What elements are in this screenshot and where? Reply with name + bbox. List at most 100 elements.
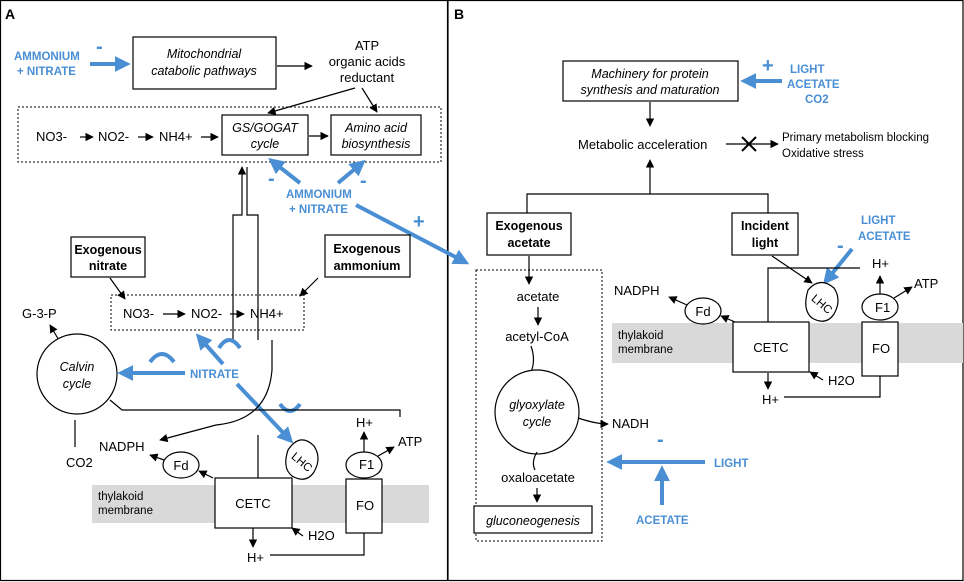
plus-acetate: +	[413, 211, 425, 233]
cetc-b-top-line	[767, 267, 860, 322]
minus-lhc: -	[837, 235, 844, 257]
mito-line2: catabolic pathways	[151, 64, 257, 78]
gsgogat-line1: GS/GOGAT	[232, 121, 299, 135]
exo-acetate-box	[486, 212, 572, 256]
co2-blue-label: CO2	[805, 94, 829, 106]
acetate-label: ACETATE	[787, 79, 840, 91]
exo-ammonium-arrow	[299, 277, 319, 297]
aa-line1: Amino acid	[344, 121, 408, 135]
exo-ammonium-line2: ammonium	[334, 259, 401, 273]
fo-box	[345, 478, 383, 534]
calvin-cycle	[36, 333, 118, 415]
thylakoid-line1: thylakoid	[98, 491, 143, 503]
f1-atp-arrow	[377, 446, 395, 457]
h-b-top-label: H+	[872, 256, 889, 271]
light-label-3: LIGHT	[714, 458, 749, 470]
chloroplast-box	[110, 294, 305, 331]
acetate-path-box	[475, 269, 603, 542]
cross-mark	[741, 136, 757, 152]
co2-label: CO2	[66, 455, 93, 470]
glyox-nadh-arrow	[577, 417, 609, 429]
fd-nadph-arrow	[149, 453, 165, 462]
amino-acid-box	[330, 114, 422, 156]
h2o-label: H2O	[308, 528, 335, 543]
atp-output: ATP	[355, 38, 379, 53]
exo-ammonium-box	[324, 234, 411, 278]
cetc-label: CETC	[235, 496, 270, 511]
nitrate-sign-3	[278, 402, 302, 413]
nh4-label-2: NH4+	[250, 306, 284, 321]
inhibit-gs-arrow	[268, 158, 302, 185]
cetc-box	[214, 477, 293, 529]
fd-b-label: Fd	[695, 304, 710, 319]
nitrate-sign-2	[217, 338, 242, 350]
panel-b-frame	[447, 0, 964, 582]
glyox-line1: glyoxylate	[509, 398, 565, 412]
oxaloacetate-node: oxaloacetate	[501, 470, 575, 485]
nh4-pipe-2	[246, 167, 259, 340]
metabolic-acceleration: Metabolic acceleration	[578, 137, 707, 152]
panel-a-label: A	[5, 6, 15, 22]
nh4-pipe-1	[232, 166, 247, 340]
nitrate-lhc-arrow	[235, 382, 294, 444]
h-top-label: H+	[356, 415, 373, 430]
ammonium-label: AMMONIUM	[14, 51, 80, 63]
nitrate-label: NITRATE	[190, 369, 239, 381]
fd-b-nadph-arrow	[668, 296, 688, 306]
thylakoid-b-line1: thylakoid	[618, 330, 663, 342]
panel-a: A AMMONIUM + NITRATE - Mitochondrial cat…	[5, 6, 470, 565]
exo-ammonium-line1: Exogenous	[333, 242, 400, 256]
acetate-node: acetate	[517, 289, 560, 304]
f1-b-label: F1	[875, 300, 890, 315]
atp-b-label: ATP	[914, 276, 938, 291]
nh4-label: NH4+	[159, 129, 193, 144]
minus-sign: -	[96, 36, 103, 58]
glyox-line2: cycle	[523, 415, 552, 429]
no3-label: NO3-	[36, 129, 67, 144]
acetylcoa-to-cycle	[530, 345, 535, 373]
cycle-to-oxalo	[532, 451, 538, 471]
fd-label: Fd	[173, 458, 188, 473]
mito-line1: Mitochondrial	[167, 47, 243, 61]
fo-label: FO	[356, 498, 374, 513]
h-to-fo-line	[270, 533, 365, 556]
energy-line	[109, 399, 401, 417]
h-b-bottom-label: H+	[762, 392, 779, 407]
stimulate-acetate-arrow	[355, 203, 470, 265]
calvin-line1: Calvin	[60, 360, 95, 374]
machinery-box	[562, 60, 739, 102]
nadph-label: NADPH	[99, 439, 145, 454]
plus-nitrate-label-2: + NITRATE	[289, 204, 348, 216]
lhc-node	[285, 439, 319, 480]
plus-nitrate-label: + NITRATE	[17, 66, 76, 78]
machinery-line1: Machinery for protein	[591, 67, 708, 81]
no2-label: NO2-	[98, 129, 129, 144]
panel-b-label: B	[454, 6, 464, 22]
no3-label-2: NO3-	[123, 306, 154, 321]
reductant-output: reductant	[340, 70, 395, 85]
aa-line2: biosynthesis	[342, 137, 411, 151]
cetc-b-label: CETC	[753, 340, 788, 355]
machinery-plus: +	[762, 55, 774, 77]
fo-b-label: FO	[872, 341, 890, 356]
machinery-line2: synthesis and maturation	[581, 83, 720, 97]
gsgogat-box	[221, 114, 309, 156]
acetylcoa-node: acetyl-CoA	[505, 329, 569, 344]
nadh-label: NADH	[612, 416, 649, 431]
g3p-label: G-3-P	[22, 306, 57, 321]
light-label-2: LIGHT	[861, 215, 896, 227]
f1-label: F1	[359, 457, 374, 472]
gsgogat-line2: cycle	[251, 137, 280, 151]
minus-aa: -	[360, 170, 367, 192]
light-label: LIGHT	[790, 64, 825, 76]
calvin-line2: cycle	[63, 377, 92, 391]
fd-b-node	[684, 297, 722, 325]
exo-acetate-line2: acetate	[507, 236, 550, 250]
h2o-b-label: H2O	[828, 373, 855, 388]
no2-label-2: NO2-	[191, 306, 222, 321]
acetate-label-3: ACETATE	[636, 515, 689, 527]
fd-node	[162, 451, 200, 479]
cetc-b-fd-arrow	[720, 315, 736, 323]
f1-b-atp-arrow	[893, 286, 913, 299]
exo-nitrate-box	[70, 236, 146, 278]
